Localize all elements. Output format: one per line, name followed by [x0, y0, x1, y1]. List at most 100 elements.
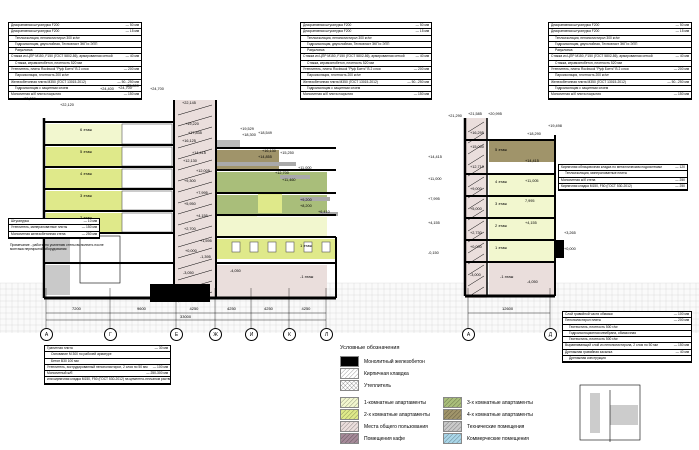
elevation-mark: +7,995	[428, 197, 440, 201]
elevation-mark: -4,050	[230, 269, 241, 273]
spec-value: — 250 мм	[81, 231, 97, 236]
legend-item: Утеплитель	[340, 380, 391, 391]
stair-flight	[177, 104, 213, 116]
stair-flight	[177, 225, 213, 237]
legend-label: 3-х комнатные апартаменты	[467, 399, 533, 406]
spec-text: Стяжка, керамзитобетон, плотность 520 мм	[555, 60, 622, 65]
elevation-mark: +23,220	[22, 97, 36, 101]
spec-row: Стяжка, керамзитобетон, плотность 520 мм	[9, 61, 141, 68]
elevation-mark: +19,529	[240, 127, 254, 131]
spec-row: Бетон В30 100 мм	[45, 359, 170, 365]
elevation-mark: +11,005	[525, 179, 539, 183]
spec-text: Выравнивающий слой из пенополистирола, 2…	[565, 343, 658, 348]
elevation-mark: -0,150	[428, 251, 439, 255]
elevation-mark: +22,120	[60, 103, 74, 107]
elevation-mark: +15,250	[280, 151, 294, 155]
legend-swatch	[340, 421, 359, 432]
spec-row: Утеплитель, плиты Rockwool "Руф Баттс" В…	[9, 67, 141, 74]
spec-row: Дренажная конструкция	[563, 356, 691, 363]
legend-swatch	[443, 397, 462, 408]
apartment-2room	[46, 147, 122, 166]
key-plan-block	[610, 405, 638, 425]
stair-flight	[177, 214, 213, 226]
elevation-mark: +16,295	[470, 131, 484, 135]
apartment-section	[489, 219, 555, 240]
spec-row: Теплоизоляция, пенополистирол 300 кг/м³	[301, 36, 431, 42]
spec-value: — 250	[675, 177, 685, 182]
foundation	[150, 284, 210, 302]
spec-value: — 120	[675, 165, 685, 169]
elevation-mark: +14,415	[428, 155, 442, 159]
spec-value: — 15 мм	[125, 29, 139, 34]
elevation-mark: +9,200	[300, 198, 312, 202]
elevation-mark: +21,290	[448, 114, 462, 118]
legend-swatch	[340, 433, 359, 444]
elevation-mark: +24,700	[118, 86, 132, 90]
spec-row: Утеплитель, минераловатные плиты— 150 мм	[9, 225, 99, 232]
spec-row: Утеплитель, плиты Rockwool "Руф Баттс" В…	[549, 67, 691, 74]
spec-text: Гидроизоляционная мембрана, обмазочная	[569, 330, 637, 335]
legend-item: 4-х комнатные апартаменты	[443, 409, 533, 420]
stair-flight	[177, 258, 213, 270]
spec-text: Стяжка, керамзитобетон, плотность 520 мм	[307, 60, 374, 65]
roof-parapet	[216, 140, 240, 148]
elevation-mark: +22,145	[182, 101, 196, 105]
elevation-mark: +17,835	[188, 131, 202, 135]
apartment-section	[489, 141, 555, 162]
elevation-mark: +12,005	[196, 169, 210, 173]
spec-row: Стяжка из ЦПР М150, F150 (ГОСТ 5802-86),…	[9, 54, 141, 61]
spec-text: Кирпичная кладка М150, F50 (ГОСТ 530-201…	[561, 183, 632, 188]
roof-step	[216, 162, 296, 166]
spec-value: — 50...250 мм	[407, 79, 429, 84]
elevation-mark: +24,400	[100, 87, 114, 91]
spec-value: — 100 мм	[673, 312, 689, 316]
floor-label: 6 этаж	[80, 127, 92, 132]
elevation-mark: +3,265	[564, 231, 576, 235]
stair-flight	[467, 121, 485, 133]
legend-swatch	[340, 409, 359, 420]
corridor	[121, 168, 173, 189]
apartment-section	[217, 265, 327, 299]
corridor	[121, 212, 173, 233]
elevation-mark: +18,300	[242, 133, 256, 137]
elevation-mark: +20,995	[488, 112, 502, 116]
floor-label: 5 этаж	[495, 147, 507, 152]
spec-row: Гидроизоляция с защитным слоем	[9, 86, 141, 93]
elevation-mark: +15,000	[470, 145, 484, 149]
spec-text: Монолитная ж/б плита покрытия	[11, 92, 61, 97]
spec-row: Монолитная ж/б плита покрытия— 150 мм	[301, 92, 431, 99]
legend-item: Коммерческие помещения	[443, 433, 529, 444]
elevation-mark: +1,595	[200, 239, 212, 243]
spec-value: — 50...250 мм	[117, 79, 139, 84]
spec-text: Утеплитель, плиты Rockwool "Руф Баттс" В…	[11, 67, 89, 72]
spec-row: Монолитная железобетонная стена— 250 мм	[9, 232, 99, 238]
spec-row: Декоративная штукатурка F200— 50 мм	[301, 23, 431, 30]
stair-flight	[467, 176, 485, 188]
spec-row: Гидроизоляция с защитным слоем	[549, 85, 691, 93]
spec-row: Монолитная ж/б стена— 250	[559, 178, 687, 184]
elevation-mark: +12,700	[275, 171, 289, 175]
stair-flight	[177, 203, 213, 215]
elevation-mark: -3,000	[470, 273, 481, 277]
elevation-mark: -4,050	[527, 280, 538, 284]
stair-flight	[177, 181, 213, 193]
spec-row: Слой гравийной части обмазки— 100 мм	[563, 312, 691, 319]
spec-value: — 150 мм	[673, 343, 689, 348]
spec-row: Железобетонная плита М350 (ГОСТ 13015-20…	[301, 80, 431, 86]
spec-text: Гидроизоляция с защитным слоем	[555, 85, 609, 90]
spec-text: Дренажная гравийная засыпка	[565, 349, 613, 354]
key-plan-block	[590, 393, 600, 433]
elevation-mark: +11,000	[428, 177, 442, 181]
legend-label: Помещения кафе	[364, 435, 406, 442]
spec-value: — 100 мм	[152, 364, 168, 369]
spec-text: Утеплитель, плиты Rockwool "Руф Баттс" В…	[551, 67, 629, 72]
spec-row: Геотекстиль, плотность 500 г/м²	[563, 337, 691, 344]
spec-text: Железобетонная плита М350 (ГОСТ 13015-20…	[11, 79, 86, 84]
window	[267, 241, 277, 253]
spec-row: Пароизоляция, плотность 200 кг/м³	[549, 73, 691, 80]
axis-marker-5: К	[283, 328, 296, 341]
axis-marker-2: Е	[170, 328, 183, 341]
